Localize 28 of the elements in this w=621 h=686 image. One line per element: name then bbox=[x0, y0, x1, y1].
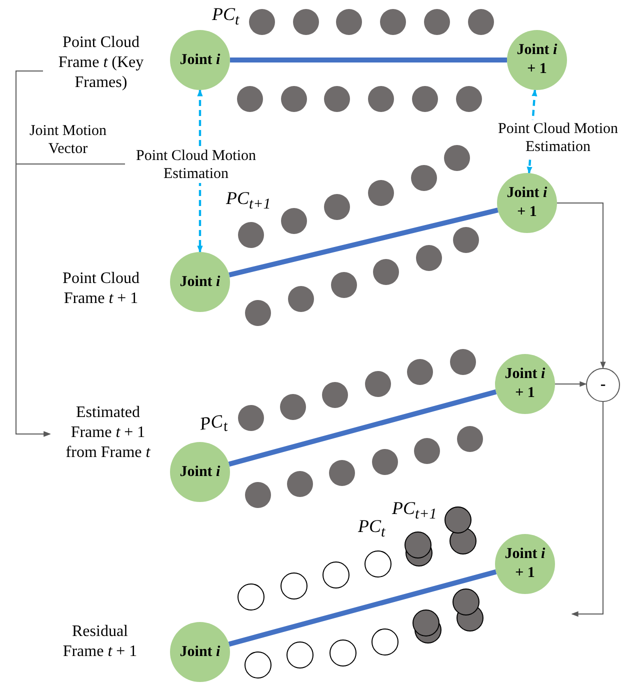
bone-line bbox=[228, 569, 497, 647]
minus-sign: - bbox=[600, 376, 606, 394]
subtraction-circle bbox=[586, 368, 620, 402]
point-cloud-label: PC$_{t+1}$ bbox=[226, 188, 271, 214]
joint-label: Joint i + 1 bbox=[506, 184, 548, 222]
frame-label: Residual Frame t + 1 bbox=[55, 620, 145, 664]
frame-label: Point Cloud Frame t (Key Frames) bbox=[51, 30, 151, 96]
point-cloud-label: PC$_{t}$ bbox=[358, 516, 386, 542]
joint-label: Joint i bbox=[179, 642, 221, 662]
point-cloud-label: PC$_{t}$ bbox=[212, 4, 240, 30]
joint-label: Joint i + 1 bbox=[516, 41, 558, 79]
arrow bbox=[554, 381, 587, 387]
edge-label: Point Cloud Motion Estimation bbox=[496, 120, 620, 156]
bone-line bbox=[228, 208, 498, 278]
point-cloud-label: PC$_{t+1}$ bbox=[392, 498, 437, 524]
bone-line bbox=[228, 389, 497, 467]
joint-label: Joint i + 1 bbox=[504, 365, 546, 403]
joint-label: Joint i bbox=[179, 462, 221, 482]
arrow bbox=[556, 202, 606, 369]
frame-label: Point Cloud Frame t + 1 bbox=[51, 267, 151, 311]
joint-label: Joint i + 1 bbox=[504, 545, 546, 583]
arrow bbox=[16, 164, 126, 437]
frame-label: Estimated Frame t + 1 from Frame t bbox=[58, 400, 158, 466]
joint-label: Joint i bbox=[179, 50, 221, 70]
arrow bbox=[571, 402, 604, 617]
point-cloud-label: PC$_{t}$ bbox=[198, 410, 229, 438]
bone-line bbox=[230, 58, 507, 62]
joint-label: Joint i bbox=[179, 272, 221, 292]
